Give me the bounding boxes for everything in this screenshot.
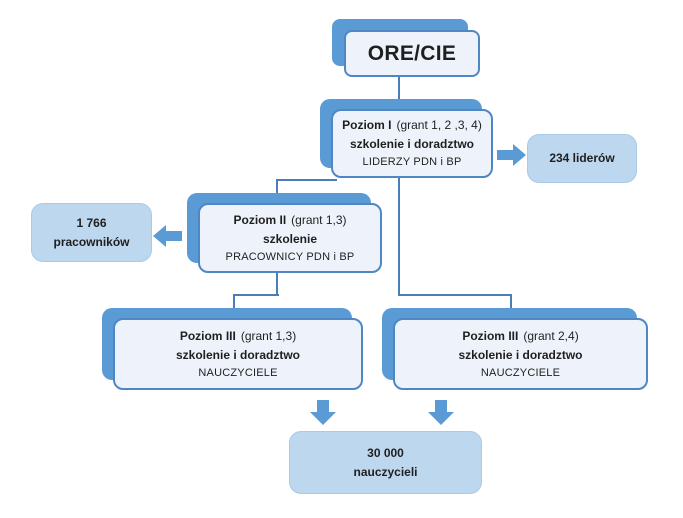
node-level1-face: Poziom I (grant 1, 2 ,3, 4) szkolenie i d… (331, 109, 493, 178)
outcome-workers-label: pracowników (53, 234, 130, 249)
arrow-right-icon (497, 143, 527, 167)
arrow-down-right-icon (427, 400, 455, 426)
outcome-teachers-label: nauczycieli (353, 464, 418, 479)
node-level3-left-audience: NAUCZYCIELE (198, 366, 278, 379)
node-level2-title: Poziom II (233, 212, 287, 227)
connector-level3right-stub (510, 294, 512, 309)
outcome-workers-count: 1 766 (76, 215, 107, 230)
node-level1-grant: (grant 1, 2 ,3, 4) (396, 118, 482, 133)
outcome-leaders-box: 234 liderów (527, 134, 637, 183)
node-level3-right-face: Poziom III (grant 2,4) szkolenie i doradz… (393, 318, 648, 390)
node-level3-left-title: Poziom III (179, 328, 236, 343)
node-level1-title: Poziom I (342, 118, 392, 133)
connector-level1-to-level3right-horizontal (398, 294, 512, 296)
node-root-face: ORE/CIE (344, 30, 480, 77)
outcome-teachers-count: 30 000 (367, 445, 404, 460)
outcome-workers-box: 1 766 pracowników (31, 203, 152, 262)
node-root-title: ORE/CIE (367, 41, 457, 65)
node-level2-audience: PRACOWNICY PDN i BP (225, 250, 355, 263)
node-level1-heading: Poziom I (grant 1, 2 ,3, 4) (342, 116, 482, 134)
connector-level2-to-level3left-horizontal (233, 294, 279, 296)
node-root: ORE/CIE (332, 19, 480, 77)
outcome-teachers-box: 30 000 nauczycieli (289, 431, 482, 494)
node-level2-heading: Poziom II (grant 1,3) (233, 211, 346, 229)
node-level3-left-heading: Poziom III (grant 1,3) (180, 327, 296, 345)
node-level3-right-grant: (grant 2,4) (523, 328, 579, 343)
connector-level3left-stub (233, 294, 235, 309)
arrow-down-left-icon (309, 400, 337, 426)
node-level2: Poziom II (grant 1,3) szkolenie PRACOWNIC… (187, 193, 382, 273)
node-level1: Poziom I (grant 1, 2 ,3, 4) szkolenie i d… (320, 99, 493, 178)
node-level3-right-title: Poziom III (462, 328, 519, 343)
node-level3-left: Poziom III (grant 1,3) szkolenie i doradz… (102, 308, 363, 390)
node-level3-left-face: Poziom III (grant 1,3) szkolenie i doradz… (113, 318, 363, 390)
connector-level1-down-vertical (398, 177, 400, 296)
node-level2-activity: szkolenie (262, 231, 318, 246)
node-level3-left-grant: (grant 1,3) (240, 328, 297, 343)
arrow-left-icon (152, 224, 182, 248)
node-level3-left-activity: szkolenie i doradztwo (175, 347, 301, 362)
node-level1-activity: szkolenie i doradztwo (349, 137, 475, 152)
node-level3-right-heading: Poziom III (grant 2,4) (462, 327, 578, 345)
node-level2-grant: (grant 1,3) (291, 212, 347, 227)
connector-level1-to-level2-horizontal (276, 179, 337, 181)
connector-root-to-level1 (398, 77, 400, 99)
outcome-leaders-text: 234 liderów (549, 151, 615, 166)
node-level3-right: Poziom III (grant 2,4) szkolenie i doradz… (382, 308, 648, 390)
node-level3-right-audience: NAUCZYCIELE (480, 366, 561, 379)
connector-level2-down-vertical (276, 272, 278, 296)
node-level1-audience: LIDERZY PDN i BP (362, 156, 462, 169)
connector-level1-to-level2-vertical (276, 179, 278, 195)
node-level2-face: Poziom II (grant 1,3) szkolenie PRACOWNIC… (198, 203, 382, 273)
node-level3-right-activity: szkolenie i doradztwo (458, 347, 583, 362)
